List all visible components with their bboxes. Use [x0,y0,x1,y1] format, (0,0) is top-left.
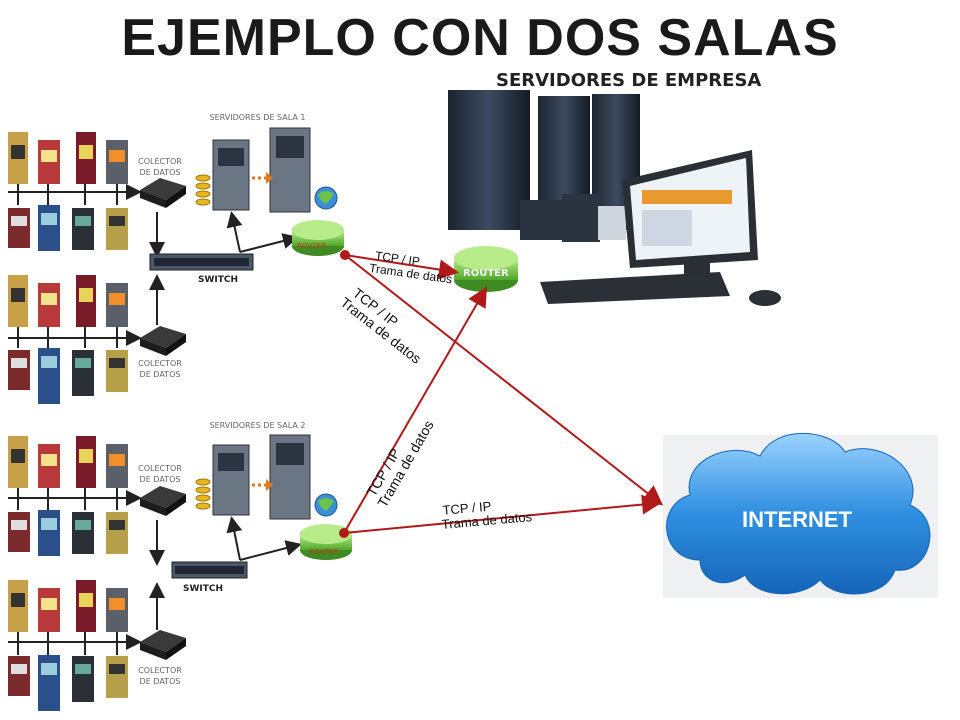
coin-stacks [195,174,211,510]
router-label-company: ROUTER [463,268,509,279]
globe-icons [314,186,338,517]
slot-row-2 [8,205,128,251]
switch-label-1: SWITCH [198,275,239,285]
slot-row-6 [8,510,128,556]
orange-arrowheads [266,172,273,491]
slot-row-3 [8,275,128,327]
bus-arrows [118,184,142,650]
switch-label-2: SWITCH [183,584,224,594]
company-monitor [540,150,781,306]
bus-lines [8,184,132,655]
switch-devices [149,253,254,579]
router-room-2 [300,524,352,560]
room-servers [212,127,311,520]
collector-devices [140,178,186,660]
link-origin-1 [340,250,350,260]
router-company [454,246,518,292]
router-room-1 [292,220,344,256]
slot-machines-group [8,132,128,711]
router-label-room-1: ROUTER [297,242,327,250]
slot-row-1 [8,132,128,184]
slot-row-5 [8,436,128,488]
company-servers-title: SERVIDORES DE EMPRESA [496,70,762,91]
servers-room-2-label: SERVIDORES DE SALA 2 [209,421,306,430]
slot-row-4 [8,348,128,404]
slot-row-8 [8,655,128,711]
internet-label: INTERNET [742,507,852,532]
orange-arrows [252,176,266,487]
router-label-room-2: ROUTER [309,548,339,556]
switch-router-arrows [226,211,302,561]
servers-room-1-label: SERVIDORES DE SALA 1 [209,113,306,122]
page-title: EJEMPLO CON DOS SALAS [121,9,839,67]
company-server-towers [448,90,640,242]
slot-row-7 [8,580,128,632]
tcp-links [343,254,664,534]
link-origin-2 [339,528,349,538]
internet-cloud [666,433,931,595]
